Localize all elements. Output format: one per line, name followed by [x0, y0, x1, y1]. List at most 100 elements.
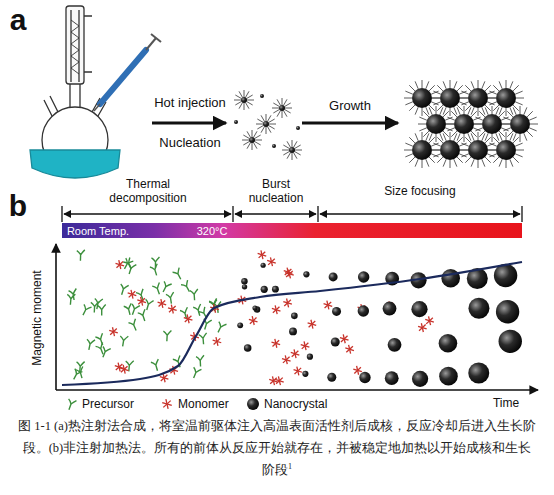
ligand — [506, 160, 507, 168]
reference-number: 1 — [288, 462, 292, 471]
ligand — [499, 107, 502, 114]
nanocrystal — [252, 305, 257, 310]
ligand — [255, 142, 261, 146]
ligand — [436, 134, 437, 142]
monomer — [163, 401, 170, 408]
ligand — [492, 106, 493, 114]
ligand — [507, 111, 513, 117]
monomer — [283, 357, 290, 363]
precursor — [214, 321, 226, 334]
ligand — [283, 152, 289, 156]
ligand — [247, 143, 251, 149]
ligand — [471, 133, 474, 140]
ligand — [515, 102, 522, 105]
ligand — [426, 133, 429, 140]
precursor — [190, 289, 199, 301]
ligand — [284, 99, 288, 105]
nanocrystal — [499, 330, 522, 353]
ligand — [443, 111, 449, 117]
legend-text: Nanocrystal — [264, 397, 327, 411]
ligand — [489, 91, 496, 94]
ligand — [235, 95, 241, 99]
nanocrystal — [279, 105, 285, 111]
process-arrow — [302, 122, 398, 125]
ligand — [246, 103, 250, 109]
precursor — [143, 298, 154, 311]
ligand — [482, 107, 485, 114]
precursor — [98, 305, 106, 316]
precursor — [199, 333, 208, 345]
ligand — [433, 102, 440, 105]
ligand — [457, 85, 463, 91]
ligand — [266, 114, 267, 121]
ligand — [423, 111, 429, 117]
nanocrystal — [359, 372, 370, 383]
ligand — [247, 102, 253, 106]
ligand — [282, 150, 289, 151]
nanocrystal — [261, 286, 268, 293]
nanocrystal — [303, 271, 309, 277]
ligand — [422, 108, 423, 116]
monomer — [295, 368, 302, 374]
ligand — [510, 159, 513, 166]
ligand — [432, 150, 440, 151]
ligand — [499, 81, 502, 88]
ligand — [422, 160, 423, 168]
ligand — [492, 134, 493, 142]
figure-caption: 图 1-1 (a)热注射法合成，将室温前驱体注入高温表面活性剂后成核，反应冷却后… — [18, 416, 536, 482]
ligand — [457, 107, 460, 114]
ligand — [460, 98, 468, 99]
step-label: Nucleation — [159, 136, 220, 151]
temperature-bar — [62, 223, 522, 238]
legend-icon — [246, 396, 260, 412]
ligand — [474, 124, 482, 125]
ligand — [450, 132, 451, 140]
nanocrystal — [296, 126, 300, 130]
monomer — [284, 300, 291, 306]
ligand — [513, 137, 519, 143]
ligand — [471, 81, 474, 88]
ligand — [426, 159, 429, 166]
ligand — [273, 103, 279, 107]
ligand — [242, 140, 249, 141]
ligand — [516, 98, 524, 99]
ligand — [478, 132, 479, 140]
monomer — [110, 329, 117, 335]
monomer — [270, 378, 277, 384]
legend-text: Precursor — [82, 397, 134, 411]
ligand — [485, 107, 488, 114]
ligand — [256, 124, 263, 125]
ligand — [426, 81, 429, 88]
ligand — [437, 157, 443, 163]
nanocrystal — [412, 371, 428, 387]
ligand — [485, 157, 491, 163]
ligand — [287, 153, 291, 159]
nanocrystal — [242, 284, 247, 289]
ligand — [515, 91, 522, 94]
process-arrow — [152, 122, 226, 125]
step-label: Hot injection — [154, 96, 226, 111]
ligand — [257, 126, 263, 130]
ligand — [292, 153, 293, 160]
axes — [56, 244, 538, 390]
panel-letter: b — [9, 189, 27, 224]
ligand — [295, 145, 301, 149]
ligand — [510, 107, 513, 114]
ligand — [252, 130, 253, 137]
monomer — [354, 367, 361, 373]
nanocrystal — [241, 278, 247, 284]
ligand — [471, 107, 474, 114]
ligand — [415, 107, 418, 114]
ligand — [292, 140, 293, 147]
ligand — [489, 154, 496, 157]
monomer — [185, 316, 192, 322]
nanocrystal — [263, 121, 269, 127]
ligand — [409, 157, 415, 163]
precursor — [163, 330, 172, 341]
nanocrystal — [468, 88, 488, 108]
ligand — [405, 154, 412, 157]
nanocrystal — [329, 272, 338, 281]
ligand — [422, 80, 423, 88]
ligand — [254, 143, 258, 149]
ligand — [429, 137, 435, 143]
